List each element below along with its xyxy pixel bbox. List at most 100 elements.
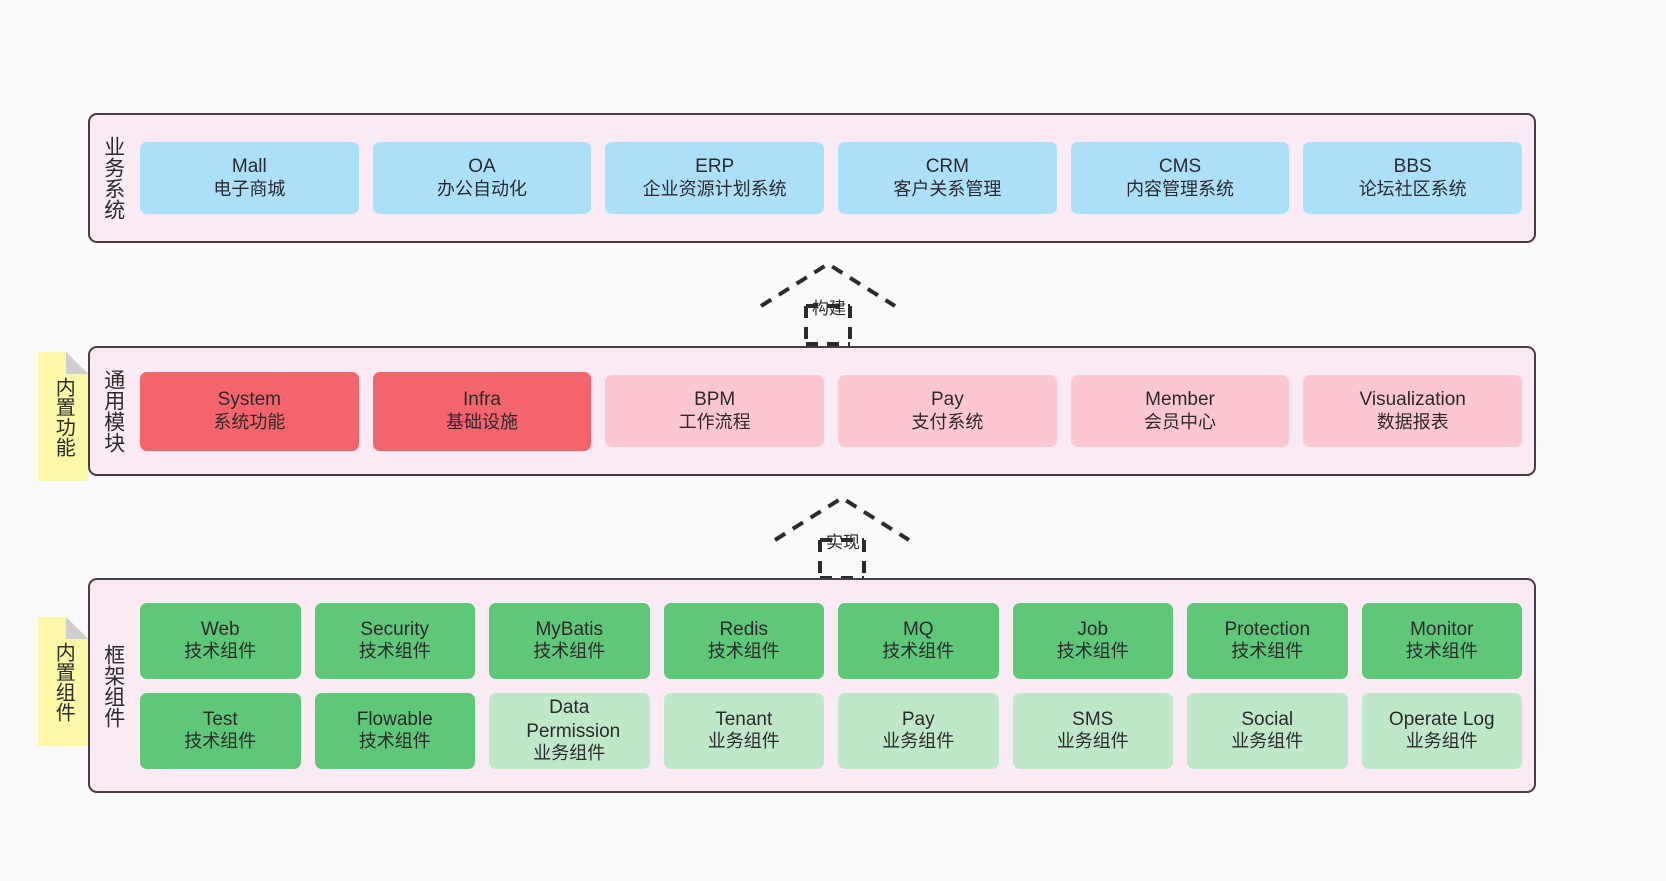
card-title-cn: 业务组件 (1056, 731, 1129, 752)
card-title-cn: 内容管理系统 (1126, 178, 1235, 199)
card-title-en: Pay (930, 389, 964, 411)
card-security[interactable]: Security 技术组件 (314, 602, 475, 679)
card-web[interactable]: Web 技术组件 (140, 602, 301, 679)
card-system[interactable]: System 系统功能 (140, 371, 359, 451)
card-title-cn: 客户关系管理 (893, 178, 1002, 199)
sticky-note-builtin-component: 内置组件 (38, 617, 88, 746)
layer-common-module[interactable]: 通用模块 System 系统功能 Infra 基础设施 BPM 工作流程 Pay… (88, 346, 1536, 476)
card-member[interactable]: Member 会员中心 (1070, 375, 1290, 447)
card-title-cn: 业务组件 (1405, 731, 1478, 752)
card-mq[interactable]: MQ 技术组件 (838, 602, 999, 679)
card-bbs[interactable]: BBS 论坛社区系统 (1303, 142, 1523, 214)
card-title-cn: 技术组件 (533, 641, 606, 662)
card-title-en: BBS (1393, 156, 1432, 178)
card-title-cn: 电子商城 (213, 178, 286, 199)
card-cms[interactable]: CMS 内容管理系统 (1070, 142, 1290, 214)
card-pay[interactable]: Pay 支付系统 (838, 375, 1057, 447)
card-crm[interactable]: CRM 客户关系管理 (838, 142, 1057, 214)
card-mybatis[interactable]: MyBatis 技术组件 (489, 602, 650, 679)
card-title-cn: 企业资源计划系统 (642, 178, 787, 199)
card-title-cn: 业务组件 (707, 731, 780, 752)
card-oa[interactable]: OA 办公自动化 (372, 142, 592, 214)
card-title-en: System (217, 389, 282, 411)
card-job[interactable]: Job 技术组件 (1012, 602, 1173, 679)
card-title-en: MQ (902, 618, 934, 640)
card-title-en: MyBatis (535, 618, 604, 640)
layer-title-business-system: 业务系统 (101, 136, 125, 220)
card-pay-business[interactable]: Pay 业务组件 (838, 692, 999, 769)
card-redis[interactable]: Redis 技术组件 (663, 602, 824, 679)
card-title-en: Mall (231, 156, 267, 178)
card-title-cn: 论坛社区系统 (1358, 178, 1467, 199)
card-title-en: Security (360, 618, 430, 640)
card-social[interactable]: Social 业务组件 (1187, 692, 1348, 769)
card-title-cn: 会员中心 (1144, 411, 1217, 432)
card-visualization[interactable]: Visualization 数据报表 (1303, 375, 1523, 447)
card-tenant[interactable]: Tenant 业务组件 (663, 692, 824, 769)
card-title-cn: 技术组件 (882, 641, 955, 662)
card-title-en: ERP (695, 156, 735, 178)
layer-business-system[interactable]: 业务系统 Mall 电子商城 OA 办公自动化 ERP 企业资源计划系统 CRM… (88, 113, 1536, 243)
card-title-cn: 技术组件 (184, 731, 257, 752)
card-title-en: Tenant (715, 708, 773, 730)
card-title-cn: 技术组件 (1405, 641, 1478, 662)
framework-row-tech: Web 技术组件 Security 技术组件 MyBatis 技术组件 Redi… (140, 602, 1522, 679)
connector-implement: 实现 (772, 494, 912, 580)
card-title-cn: 技术组件 (1056, 641, 1129, 662)
layer-title-common-module: 通用模块 (101, 369, 125, 453)
card-erp[interactable]: ERP 企业资源计划系统 (605, 142, 825, 214)
card-title-cn: 业务组件 (533, 742, 606, 763)
card-title-cn: 技术组件 (1231, 641, 1304, 662)
card-title-en: Social (1241, 708, 1294, 730)
framework-row-business: Test 技术组件 Flowable 技术组件 Data Permission … (140, 692, 1522, 769)
layer-body-common-module: System 系统功能 Infra 基础设施 BPM 工作流程 Pay 支付系统… (136, 348, 1534, 474)
layer-framework-component[interactable]: 框架组件 Web 技术组件 Security 技术组件 MyBatis 技术组件… (88, 578, 1536, 793)
card-title-en: Redis (719, 618, 769, 640)
card-title-en: Infra (462, 389, 502, 411)
card-title-en: Flowable (356, 708, 433, 730)
card-test[interactable]: Test 技术组件 (140, 692, 301, 769)
card-title-cn: 办公自动化 (437, 178, 527, 199)
card-title-en: Test (202, 708, 238, 730)
card-title-en: Monitor (1410, 618, 1474, 640)
card-sms[interactable]: SMS 业务组件 (1012, 692, 1173, 769)
card-title-cn: 技术组件 (358, 731, 431, 752)
card-monitor[interactable]: Monitor 技术组件 (1361, 602, 1522, 679)
card-title-en: Web (200, 618, 240, 640)
card-flowable[interactable]: Flowable 技术组件 (314, 692, 475, 769)
card-bpm[interactable]: BPM 工作流程 (605, 375, 825, 447)
layer-title-framework-component: 框架组件 (101, 643, 125, 728)
sticky-note-text: 内置组件 (52, 641, 75, 722)
card-operate-log[interactable]: Operate Log 业务组件 (1361, 692, 1522, 769)
card-title-en: CMS (1158, 156, 1202, 178)
card-title-cn: 支付系统 (911, 411, 984, 432)
card-title-cn: 业务组件 (882, 731, 955, 752)
card-title-en: OA (468, 156, 496, 178)
card-title-en: Operate Log (1388, 708, 1495, 730)
card-title-cn: 数据报表 (1376, 411, 1449, 432)
card-title-en: Protection (1224, 618, 1311, 640)
card-title-en: BPM (694, 389, 736, 411)
arrowhead-triangle-implement (773, 495, 911, 542)
card-mall[interactable]: Mall 电子商城 (140, 142, 359, 214)
card-title-cn: 系统功能 (213, 411, 286, 432)
card-title-cn: 业务组件 (1231, 731, 1304, 752)
card-title-en: Visualization (1359, 389, 1466, 411)
card-title-en: SMS (1072, 708, 1114, 730)
card-data-permission[interactable]: Data Permission 业务组件 (489, 692, 650, 769)
connector-label-build: 构建 (812, 299, 846, 318)
connector-label-implement: 实现 (826, 533, 860, 552)
card-title-en: Pay (901, 708, 935, 730)
connector-build: 构建 (758, 260, 898, 346)
card-title-cn: 工作流程 (678, 411, 751, 432)
card-protection[interactable]: Protection 技术组件 (1187, 602, 1348, 679)
card-title-cn: 技术组件 (184, 641, 257, 662)
card-title-cn: 基础设施 (446, 411, 518, 432)
card-title-en: Member (1145, 389, 1215, 411)
card-infra[interactable]: Infra 基础设施 (372, 371, 592, 451)
arrowhead-triangle-build (759, 261, 897, 308)
layer-body-framework-component: Web 技术组件 Security 技术组件 MyBatis 技术组件 Redi… (136, 580, 1534, 791)
card-title-en: CRM (925, 156, 969, 178)
card-title-en: Job (1077, 618, 1109, 640)
